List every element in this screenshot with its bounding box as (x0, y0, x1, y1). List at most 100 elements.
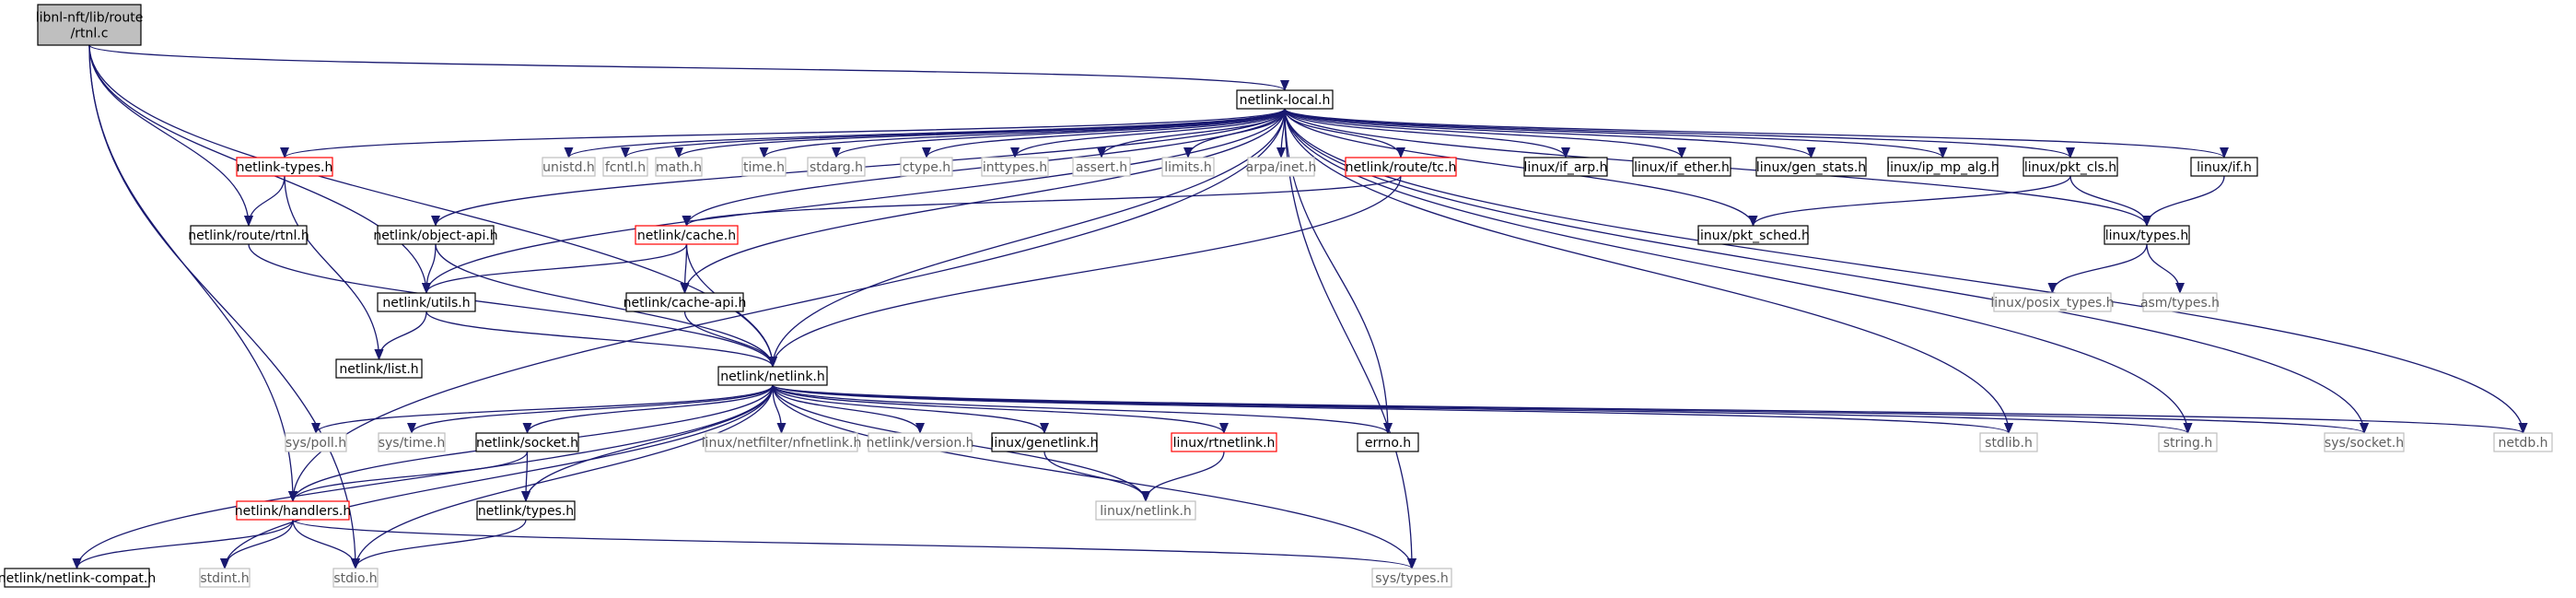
edge-utils_h-to-netlink_h (425, 311, 777, 368)
node-genetlink-h[interactable]: linux/genetlink.h (990, 432, 1099, 452)
node-box (236, 157, 333, 177)
edge-netlink_h-to-sys_time_h (407, 384, 774, 434)
node-box (236, 500, 350, 521)
node-box (199, 568, 251, 588)
edge-handlers_h-to-sys_types_h (292, 519, 1416, 569)
node-unistd-h[interactable]: unistd.h (542, 157, 596, 177)
node-posix-types-h[interactable]: linux/posix_types.h (1990, 292, 2115, 312)
node-list-h[interactable]: netlink/list.h (335, 358, 423, 379)
node-if-arp-h[interactable]: linux/if_arp.h (1523, 157, 1608, 177)
node-box (2104, 225, 2190, 245)
node-cache-api-h[interactable]: netlink/cache-api.h (624, 292, 747, 312)
node-box (900, 157, 953, 177)
node-label: netlink/cache-api.h (624, 296, 747, 311)
node-sys-types-h[interactable]: sys/types.h (1371, 568, 1452, 588)
node-rtnl-c[interactable]: libnl-nft/lib/route/rtnl.c (36, 4, 144, 46)
node-label: unistd.h (542, 160, 595, 175)
node-gen-stats-h[interactable]: linux/gen_stats.h (1755, 157, 1867, 177)
node-nfnetlink-h[interactable]: linux/netfilter/nfnetlink.h (702, 432, 862, 452)
node-netlink-h[interactable]: netlink/netlink.h (717, 366, 828, 386)
edge-netlink_types_h-to-list_h (284, 175, 384, 360)
node-if-ether-h[interactable]: linux/if_ether.h (1632, 157, 1731, 177)
node-asm-types-h[interactable]: asm/types.h (2140, 292, 2220, 312)
node-label: linux/netfilter/nfnetlink.h (702, 436, 862, 451)
node-label: netlink/handlers.h (235, 504, 352, 519)
node-label: netlink/route/rtnl.h (188, 229, 309, 243)
node-box (4, 568, 150, 588)
node-stdint-h[interactable]: stdint.h (199, 568, 251, 588)
node-box (1247, 157, 1315, 177)
node-label: string.h (2163, 436, 2213, 451)
node-linux-types-h[interactable]: linux/types.h (2104, 225, 2190, 245)
node-nl-types-h[interactable]: netlink/types.h (476, 500, 576, 521)
node-pkt-cls-h[interactable]: linux/pkt_cls.h (2022, 157, 2118, 177)
node-box (655, 157, 703, 177)
edge-linux_types_h-to-asm_types_h (2146, 243, 2185, 294)
edge-handlers_h-to-stdint_h (220, 519, 294, 569)
node-box (2324, 432, 2405, 452)
edge-netlink_local_h-to-handlers_h (288, 108, 1286, 502)
node-route-rtnl-h[interactable]: netlink/route/rtnl.h (188, 225, 309, 245)
node-label: netlink/object-api.h (373, 229, 497, 243)
node-rtnetlink-h[interactable]: linux/rtnetlink.h (1171, 432, 1277, 452)
node-label: netlink/netlink.h (720, 369, 825, 384)
edge-rtnl_c-to-netlink_h (88, 44, 777, 368)
edge-netlink_h-to-version_h (772, 384, 925, 434)
node-ctype-h[interactable]: ctype.h (900, 157, 953, 177)
node-socket-h[interactable]: netlink/socket.h (475, 432, 579, 452)
node-arpa-inet-h[interactable]: arpa/inet.h (1246, 157, 1317, 177)
node-box (717, 366, 828, 386)
node-netdb-h[interactable]: netdb.h (2493, 432, 2553, 452)
node-label: /rtnl.c (71, 27, 109, 41)
edge-netlink_h-to-nfnetlink_h (772, 384, 787, 434)
node-label: netlink-types.h (237, 160, 333, 175)
node-cache-h[interactable]: netlink/cache.h (635, 225, 739, 245)
node-string-h[interactable]: string.h (2158, 432, 2218, 452)
node-box (2190, 157, 2258, 177)
edge-netlink_h-to-sys_poll_h (311, 384, 774, 434)
node-netlink-compat-h[interactable]: netlink/netlink-compat.h (0, 568, 156, 588)
node-ip-mp-alg-h[interactable]: linux/ip_mp_alg.h (1886, 157, 1999, 177)
edge-netlink_local_h-to-math_h (674, 108, 1286, 158)
node-sys-poll-h[interactable]: sys/poll.h (285, 432, 347, 452)
header-nodes: libnl-nft/lib/route/rtnl.c netlink-local.… (0, 4, 2553, 588)
node-stdio-h[interactable]: stdio.h (332, 568, 379, 588)
edge-rtnl_c-to-route_rtnl_h (88, 44, 253, 227)
node-sys-time-h[interactable]: sys/time.h (378, 432, 446, 452)
edge-netlink_h-to-genetlink_h (772, 384, 1049, 434)
edge-linux_types_h-to-posix_types_h (2047, 243, 2148, 294)
node-linux-if-h[interactable]: linux/if.h (2190, 157, 2258, 177)
node-label: netlink/netlink-compat.h (0, 571, 156, 586)
edge-netlink_local_h-to-ctype_h (922, 108, 1286, 158)
node-object-api-h[interactable]: netlink/object-api.h (373, 225, 498, 245)
node-stdarg-h[interactable]: stdarg.h (807, 157, 866, 177)
node-box (635, 225, 739, 245)
node-utils-h[interactable]: netlink/utils.h (377, 292, 476, 312)
node-time-h[interactable]: time.h (741, 157, 787, 177)
edge-utils_h-to-list_h (374, 311, 427, 360)
edge-netlink_local_h-to-ip_mp_alg_h (1284, 108, 1948, 158)
node-box (378, 432, 446, 452)
node-fcntl-h[interactable]: fcntl.h (602, 157, 648, 177)
node-route-tc-h[interactable]: netlink/route/tc.h (1345, 157, 1457, 177)
node-math-h[interactable]: math.h (655, 157, 703, 177)
node-label: libnl-nft/lib/route (36, 11, 144, 26)
node-errno-h[interactable]: errno.h (1357, 432, 1419, 452)
node-box (1993, 292, 2112, 312)
node-label: asm/types.h (2140, 296, 2220, 311)
node-netlink-types-h[interactable]: netlink-types.h (236, 157, 333, 177)
node-stdlib-h[interactable]: stdlib.h (1979, 432, 2038, 452)
node-inttypes-h[interactable]: inttypes.h (981, 157, 1049, 177)
node-netlink-local-h[interactable]: netlink-local.h (1236, 89, 1334, 110)
node-handlers-h[interactable]: netlink/handlers.h (235, 500, 352, 521)
node-limits-h[interactable]: limits.h (1161, 157, 1215, 177)
node-linux-netlink-h[interactable]: linux/netlink.h (1095, 500, 1196, 521)
node-assert-h[interactable]: assert.h (1072, 157, 1131, 177)
node-label: linux/genetlink.h (990, 436, 1098, 451)
node-version-h[interactable]: netlink/version.h (866, 432, 974, 452)
node-pkt-sched-h[interactable]: linux/pkt_sched.h (1696, 225, 1810, 245)
edge-netlink_local_h-to-time_h (759, 108, 1286, 158)
node-sys-socket-h[interactable]: sys/socket.h (2324, 432, 2405, 452)
edge-netlink_h-to-socket_h (522, 384, 774, 434)
edge-netlink_local_h-to-netlink_h (768, 108, 1286, 368)
